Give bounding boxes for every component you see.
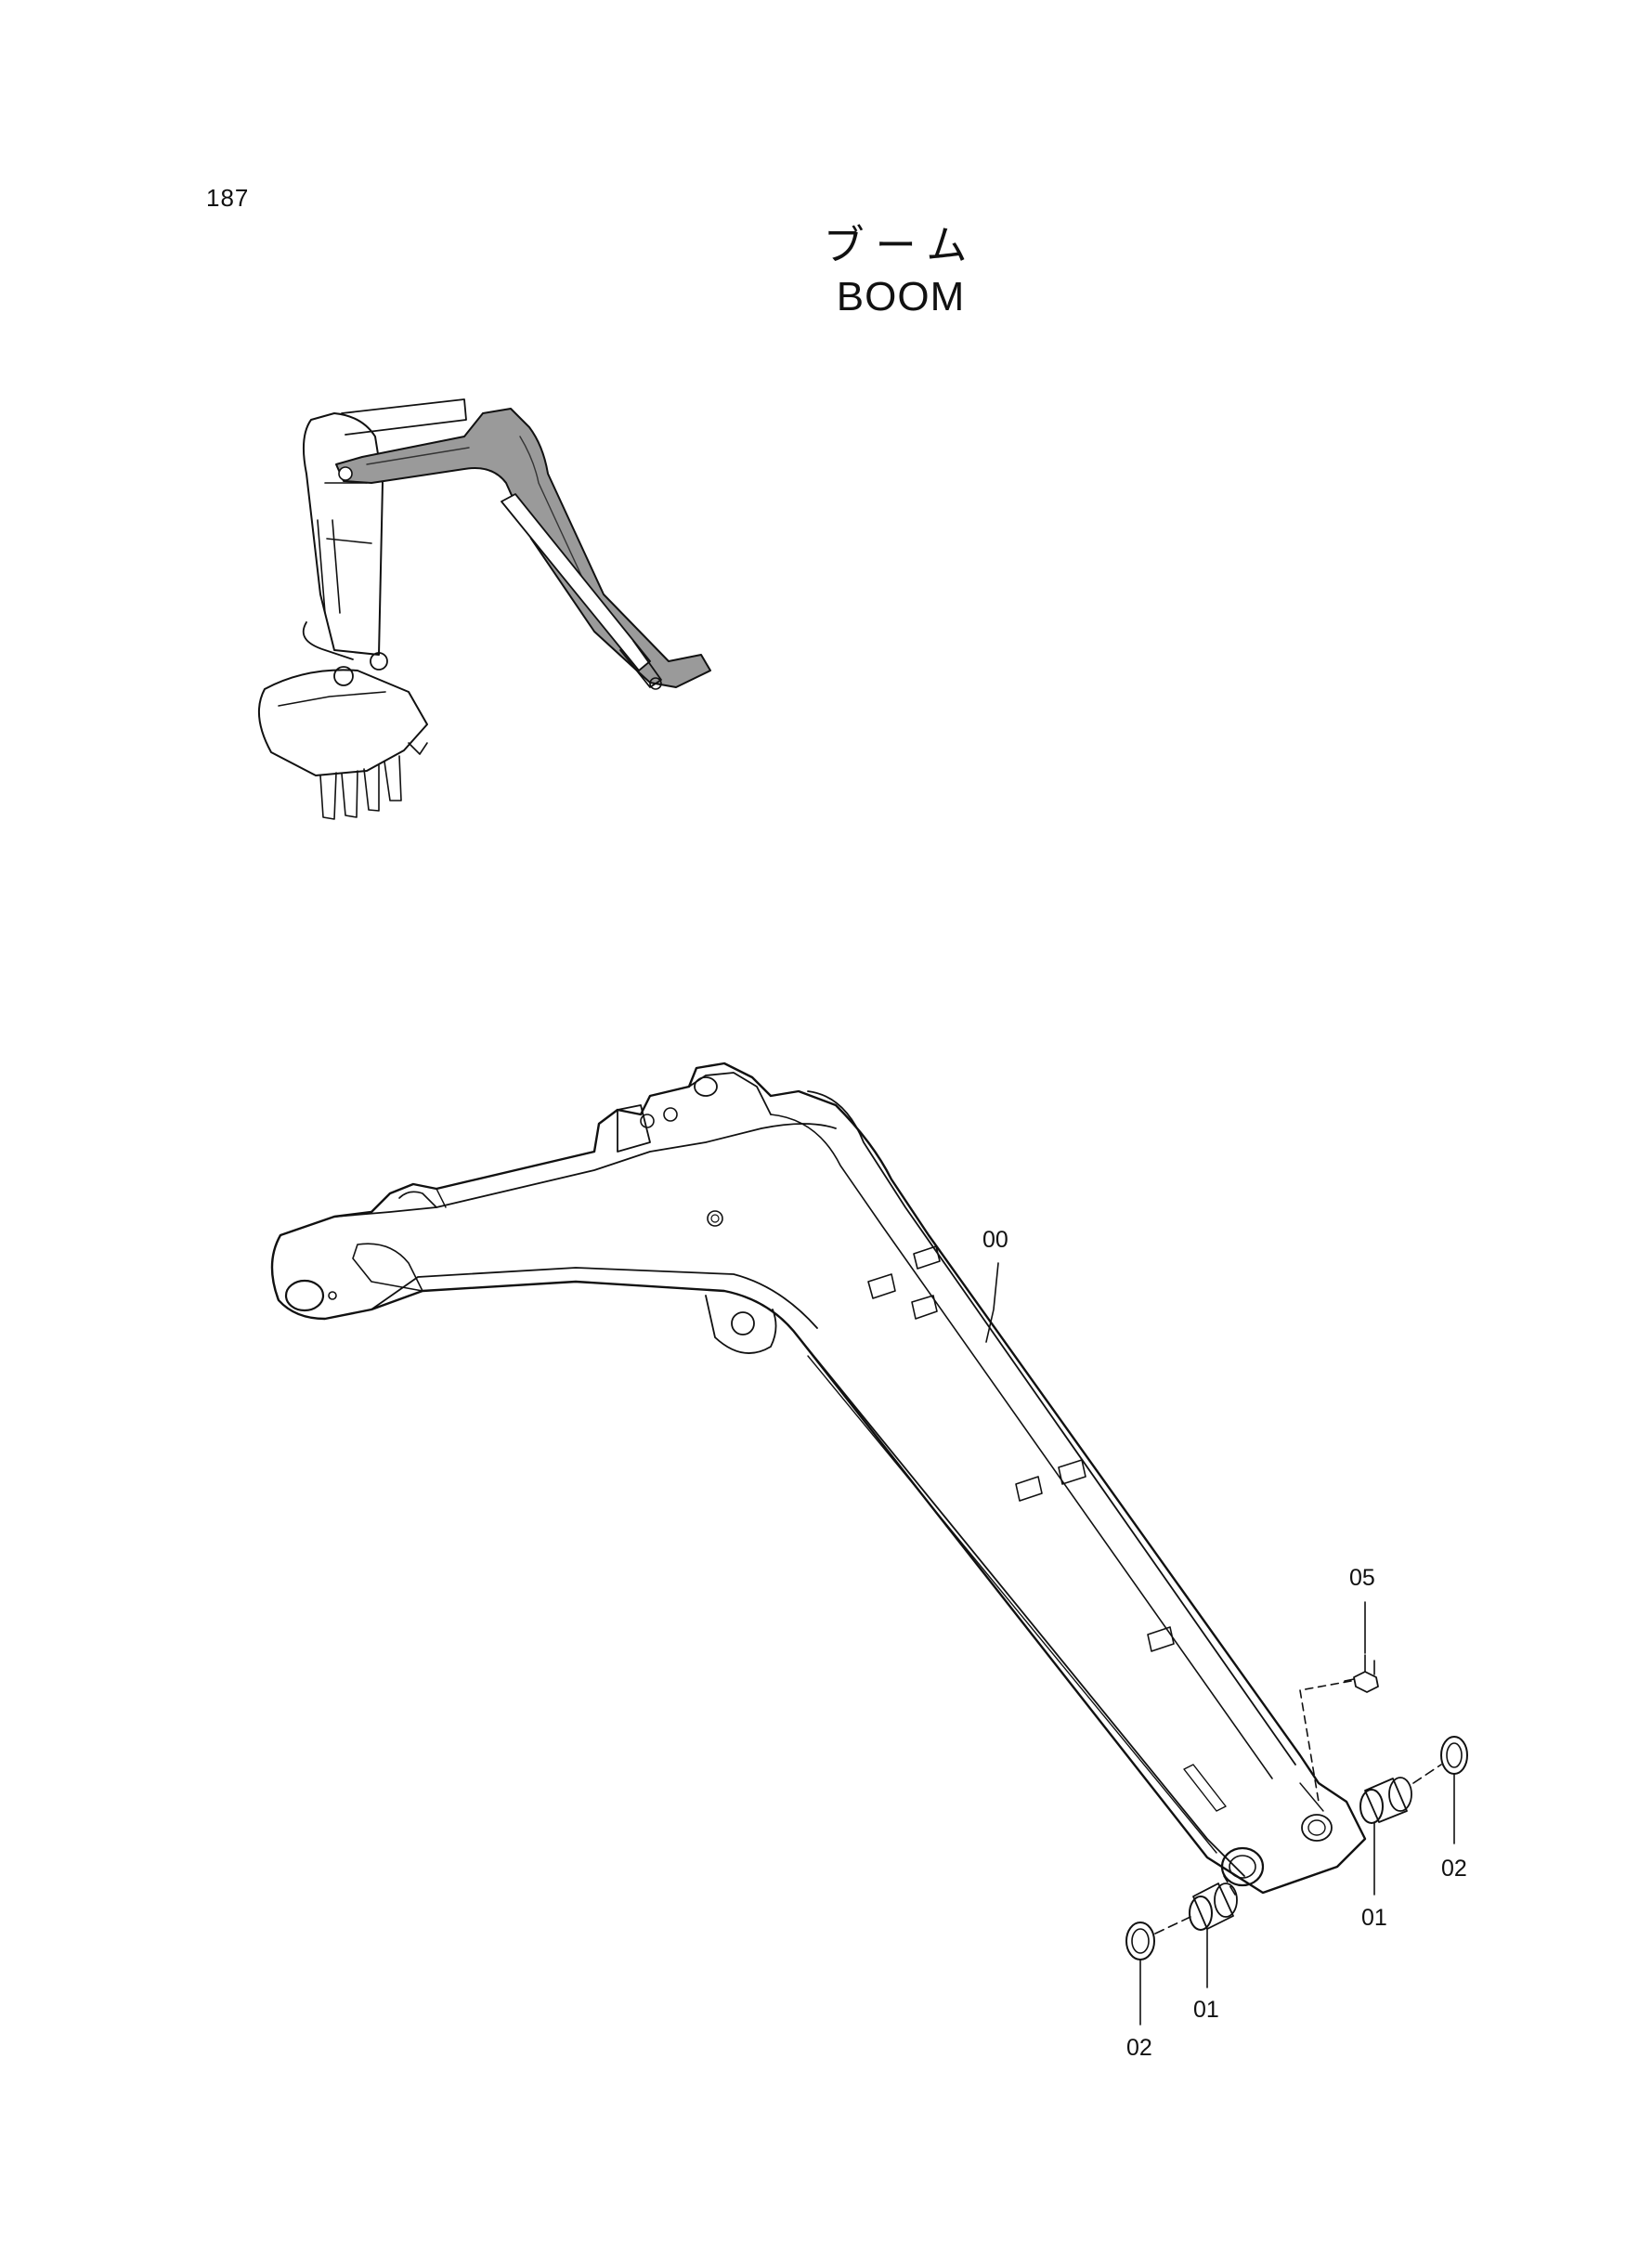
callout-00: 00: [982, 1227, 1008, 1253]
assembly-line-left: [1154, 1875, 1236, 1935]
overview-excavator-arm: [257, 398, 467, 820]
callout-05: 05: [1349, 1565, 1375, 1591]
leader-05-dashed: [1299, 1680, 1352, 1803]
part-01-bushing-left: [1189, 1883, 1238, 1931]
part-02-seal-left: [1125, 1922, 1155, 1961]
leader-lines: [985, 1262, 1455, 2026]
overview-boom-highlight: [335, 408, 711, 690]
callout-01-right: 01: [1361, 1905, 1387, 1931]
title-english: BOOM: [836, 274, 966, 319]
title-japanese: ブーム: [823, 222, 979, 269]
callout-02-left: 02: [1126, 2035, 1152, 2061]
callout-02-right: 02: [1441, 1856, 1467, 1882]
part-05-grease-fitting: [1344, 1654, 1379, 1693]
callout-01-left: 01: [1193, 1997, 1219, 2023]
boom-main-structure: [270, 1062, 1367, 1895]
part-02-seal-right: [1440, 1736, 1468, 1775]
part-01-bushing-right: [1359, 1777, 1412, 1824]
page-number: 187: [206, 184, 250, 212]
assembly-line-right: [1412, 1764, 1442, 1784]
